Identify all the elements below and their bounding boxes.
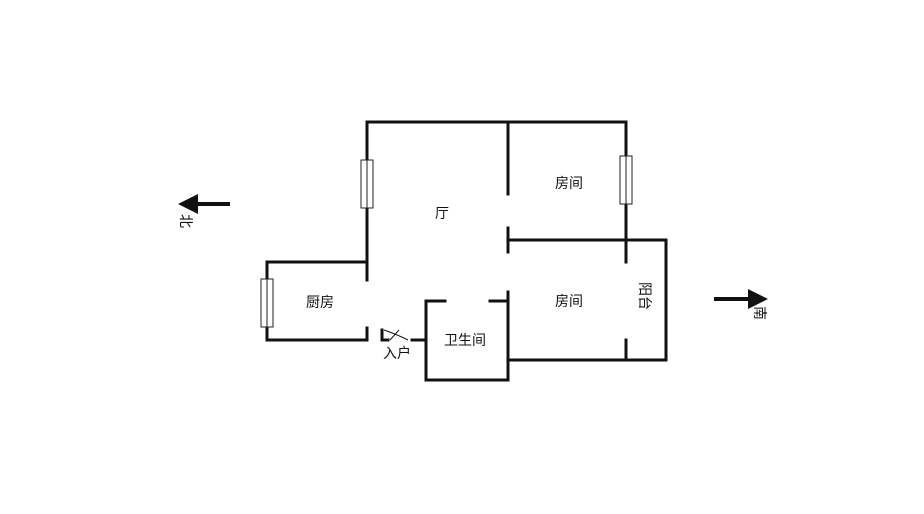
balcony-label: 阳台 (636, 282, 652, 310)
entrance-label: 入户 (383, 345, 411, 362)
entrance-door (383, 329, 409, 341)
kitchen-label: 厨房 (306, 295, 334, 311)
bathroom-label: 卫生间 (444, 333, 486, 349)
south-arrow-icon (714, 289, 768, 309)
bedroom-north-label: 房间 (555, 176, 583, 192)
walls (265, 120, 668, 382)
window-kitchen (260, 278, 274, 328)
north-label: 北 (177, 214, 193, 228)
living-room-label: 厅 (435, 206, 449, 222)
window-bedroom-north (619, 155, 633, 205)
window-living (360, 159, 374, 209)
south-label: 南 (751, 306, 767, 320)
north-arrow-icon (178, 194, 230, 214)
bedroom-south-label: 房间 (555, 294, 583, 310)
